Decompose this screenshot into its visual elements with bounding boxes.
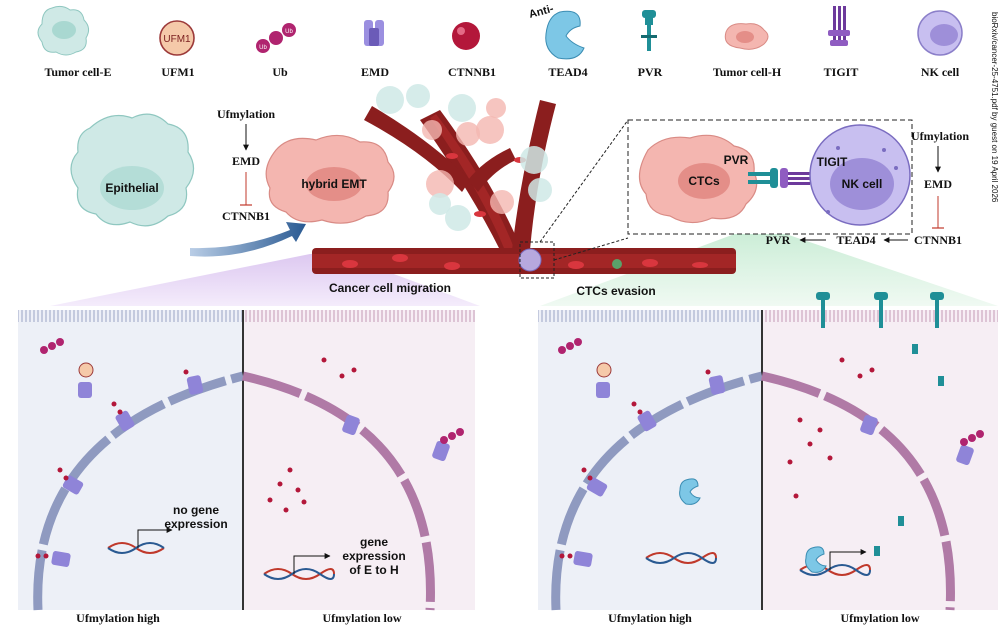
- tead4-icon: Anti-: [528, 3, 585, 60]
- bl-expression-line3: of E to H: [349, 563, 398, 577]
- bl-emd-receptors: [51, 362, 450, 567]
- br-high-label: Ufmylation high: [608, 611, 692, 625]
- br-low-label: Ufmylation low: [841, 611, 920, 625]
- right-pvr-out-label: PVR: [766, 233, 791, 247]
- right-zoom-banner: [540, 232, 998, 306]
- legend-label-tigit: TIGIT: [824, 65, 859, 79]
- bl-dna-low-icon: [263, 553, 335, 580]
- nk-cell-label: NK cell: [842, 177, 883, 191]
- bl-nucleus-low: [242, 371, 435, 611]
- legend-label-nk-cell: NK cell: [921, 65, 960, 79]
- right-pathway: Ufmylation EMD CTNNB1 TEAD4 PVR: [766, 129, 970, 247]
- left-ctnnb1-label: CTNNB1: [222, 209, 270, 223]
- legend-label-ctnnb1: CTNNB1: [448, 65, 496, 79]
- bl-low-label: Ufmylation low: [323, 611, 402, 625]
- bl-dna-icon: [107, 527, 173, 554]
- evasion-label: CTCs evasion: [576, 284, 655, 298]
- tigit-icon: [828, 6, 850, 46]
- red-blood-cells: [342, 153, 708, 270]
- legend-label-tead4: TEAD4: [548, 65, 587, 79]
- migration-label: Cancer cell migration: [329, 281, 451, 295]
- vessel-nk-cell: [518, 248, 542, 272]
- bl-no-expression-line1: no gene: [173, 503, 219, 517]
- bl-ctnnb1-dots: [35, 357, 357, 559]
- legend-label-ufm1: UFM1: [161, 65, 194, 79]
- legend-label-pvr: PVR: [638, 65, 663, 79]
- svg-text:Ub: Ub: [285, 29, 293, 35]
- nk-tigit-label: TIGIT: [817, 155, 848, 169]
- bl-high-label: Ufmylation high: [76, 611, 160, 625]
- bl-ub-chains: [40, 338, 464, 444]
- epithelial-label: Epithelial: [105, 181, 158, 195]
- ctnnb1-icon: [452, 22, 480, 50]
- legend-label-emd: EMD: [361, 65, 389, 79]
- legend-label-tumor-cell-h: Tumor cell-H: [713, 65, 782, 79]
- legend-label-tumor-cell-e: Tumor cell-E: [44, 65, 111, 79]
- right-tead4-label: TEAD4: [836, 233, 875, 247]
- pvr-tigit-binding: [748, 168, 810, 188]
- transition-arrow-icon: [190, 222, 306, 257]
- epithelial-cell: Epithelial: [70, 113, 195, 227]
- br-emd-receptors: [573, 362, 974, 567]
- tumor-cell-e-icon: [37, 5, 90, 56]
- ctc-cluster: [376, 84, 552, 231]
- pvr-icon: [641, 10, 657, 51]
- hybrid-emt-label: hybrid EMT: [301, 177, 367, 191]
- watermark: bioRxiv/cancer-25-4751.pdf by guest on 1…: [990, 12, 999, 203]
- left-emd-label: EMD: [232, 154, 260, 168]
- br-ctnnb1-dots: [559, 357, 875, 559]
- hybrid-emt-cell: hybrid EMT: [265, 134, 395, 224]
- svg-text:UFM1: UFM1: [163, 34, 191, 45]
- ub-icon: Ub Ub: [256, 23, 296, 53]
- bl-expression-line2: expression: [342, 549, 405, 563]
- br-nucleus-low: [761, 371, 955, 611]
- bl-no-expression-line2: expression: [164, 517, 227, 531]
- ctcs-cell: CTCs PVR: [638, 134, 758, 224]
- bottom-left-panel: no gene expression gene expression of E …: [18, 310, 475, 625]
- right-ctnnb1-label: CTNNB1: [914, 233, 962, 247]
- left-pathway: Ufmylation EMD CTNNB1: [217, 107, 275, 223]
- legend-label-ub: Ub: [272, 65, 288, 79]
- emd-icon: [364, 20, 384, 46]
- br-tead4-icon: [679, 478, 701, 505]
- br-ub-chains: [558, 338, 984, 446]
- br-membrane-pvr: [816, 292, 944, 556]
- bottom-right-panel: Ufmylation high Ufmylation low: [538, 292, 998, 625]
- ctcs-label: CTCs: [688, 174, 720, 188]
- ufm1-icon: UFM1: [159, 20, 195, 56]
- legend: Tumor cell-E UFM1 UFM1 Ub Ub Ub EMD CTN: [37, 3, 963, 79]
- svg-text:Ub: Ub: [259, 45, 267, 51]
- nk-cell: NK cell TIGIT: [809, 124, 911, 226]
- tumor-cell-h-icon: [724, 23, 769, 50]
- left-ufmylation-label: Ufmylation: [217, 107, 275, 121]
- br-dna-icon: [645, 552, 717, 564]
- right-emd-label: EMD: [924, 177, 952, 191]
- nk-cell-icon: [917, 10, 963, 56]
- br-dna-low-icon: [799, 546, 871, 576]
- bl-expression-line1: gene: [360, 535, 388, 549]
- right-ufmylation-label: Ufmylation: [911, 129, 969, 143]
- ctcs-pvr-label: PVR: [724, 153, 749, 167]
- br-nucleus-high: [551, 371, 764, 611]
